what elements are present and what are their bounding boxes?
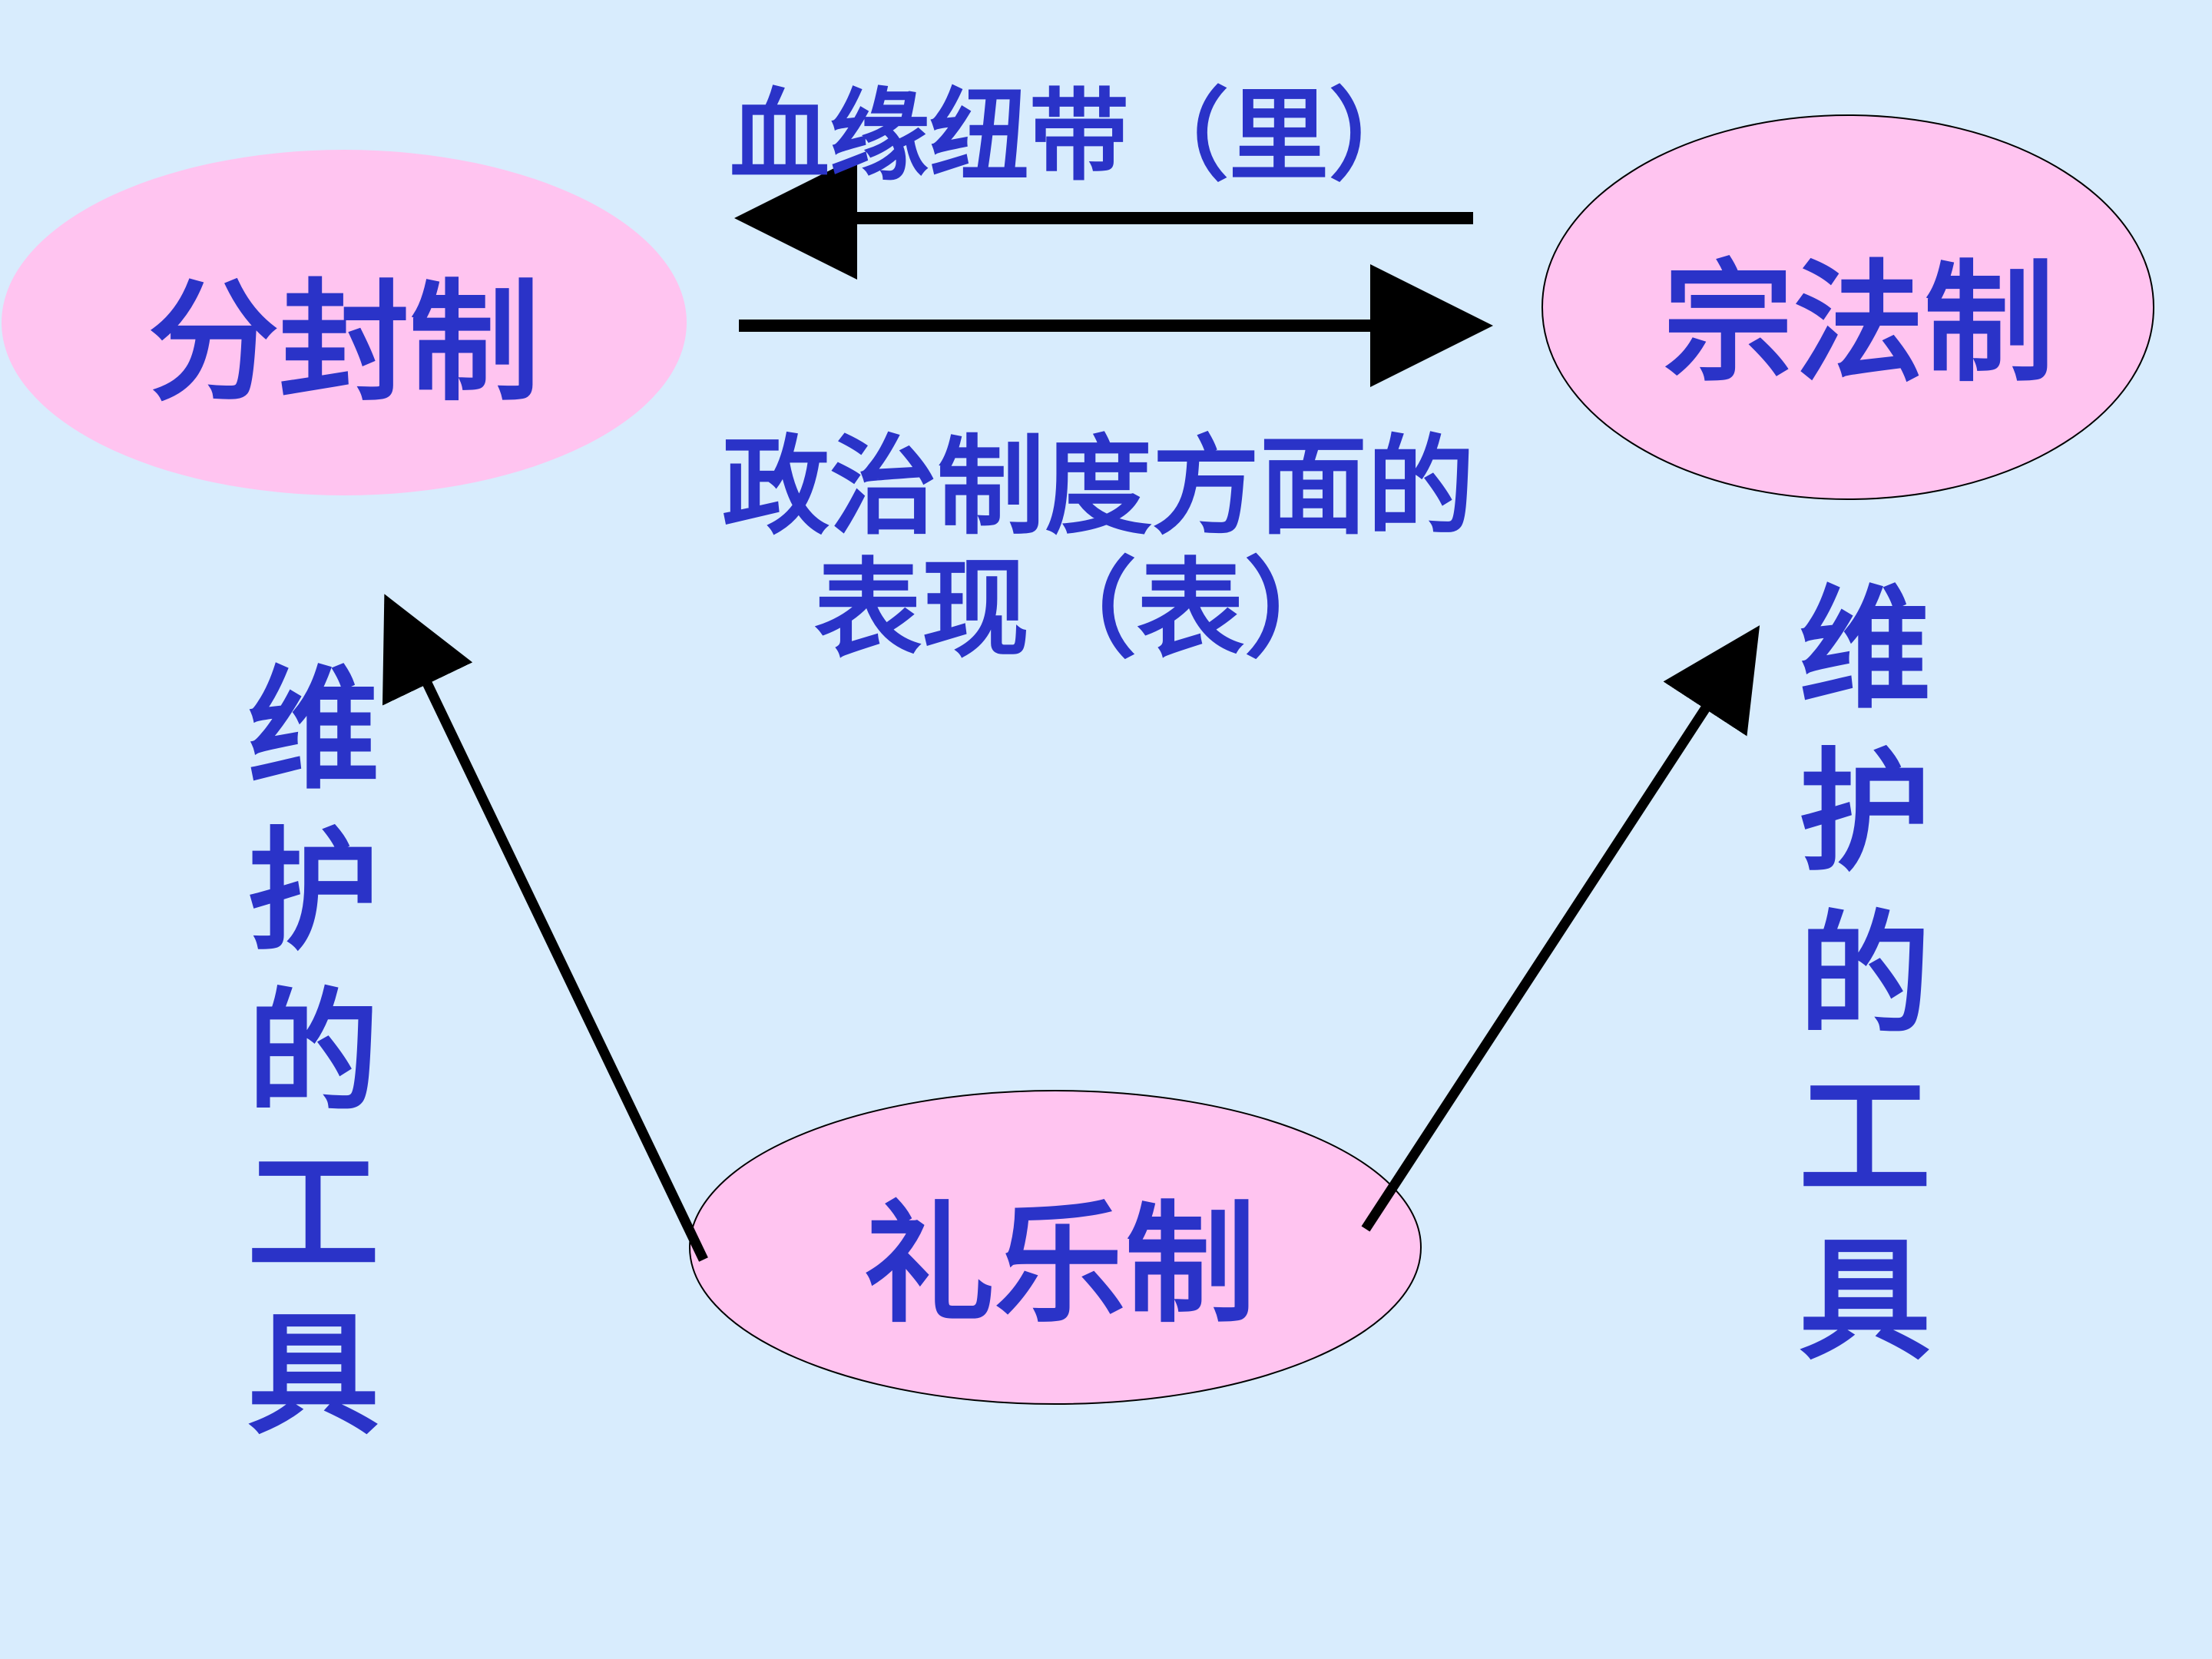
node-liyue-ellipse — [689, 1090, 1422, 1405]
edge-label-blood-tie: 血缘纽带（里） — [730, 78, 1429, 194]
node-zongfa-ellipse — [1541, 114, 2154, 500]
arrow-liyue-to-fengjian — [382, 594, 708, 1262]
node-fengjian-label: 分封制 — [148, 267, 540, 419]
edge-label-political-line1: 政治制度方面的 — [722, 425, 1475, 550]
node-liyue-label: 礼乐制 — [864, 1189, 1256, 1341]
edge-label-maintain-right: 维护的工具 — [1799, 572, 1931, 1378]
node-zongfa-label: 宗法制 — [1663, 248, 2055, 400]
edge-label-political-line2: 表现（表） — [814, 548, 1352, 673]
arrow-liyue-to-zongfa — [1361, 625, 1760, 1232]
edge-label-maintain-left: 维护的工具 — [247, 653, 379, 1452]
node-fengjian-ellipse — [2, 150, 687, 495]
